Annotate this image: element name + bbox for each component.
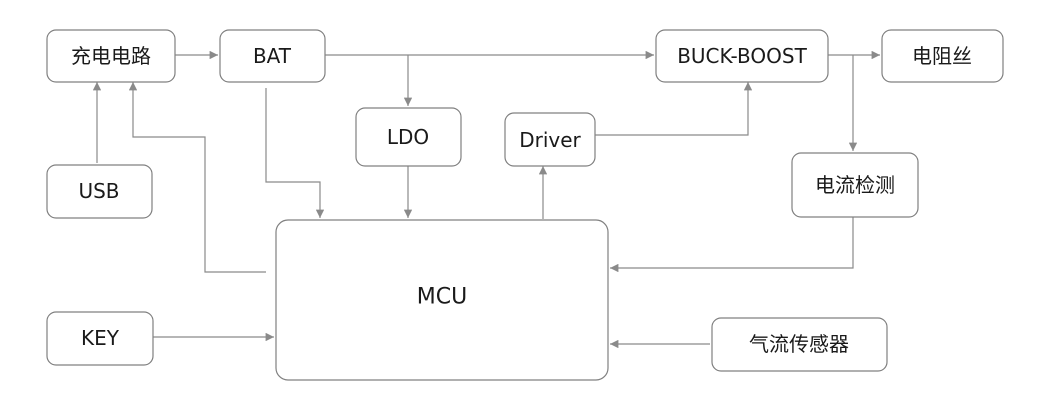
node-heater: 电阻丝	[881, 29, 1004, 83]
node-buck-boost: BUCK-BOOST	[655, 29, 829, 83]
node-bat-label: BAT	[253, 44, 292, 68]
node-current-sense: 电流检测	[791, 152, 919, 218]
node-ldo: LDO	[355, 107, 462, 167]
node-airflow-sensor-label: 气流传感器	[749, 332, 849, 356]
node-usb-label: USB	[78, 179, 119, 203]
node-airflow-sensor: 气流传感器	[711, 317, 888, 372]
node-buck-boost-label: BUCK-BOOST	[677, 44, 807, 68]
node-current-sense-label: 电流检测	[815, 173, 895, 197]
wire-current-sense-to-mcu	[610, 217, 854, 273]
node-charger: 充电电路	[46, 29, 176, 83]
node-usb: USB	[46, 164, 153, 219]
wire-driver-to-buckboost	[595, 82, 753, 136]
wire-mcu-to-charger	[128, 82, 266, 273]
node-charger-label: 充电电路	[71, 44, 151, 68]
node-ldo-label: LDO	[387, 125, 429, 149]
node-key: KEY	[46, 311, 154, 366]
node-driver: Driver	[504, 112, 596, 167]
node-driver-label: Driver	[519, 128, 581, 152]
node-bat: BAT	[219, 29, 326, 83]
node-mcu: MCU	[275, 219, 609, 381]
connection-wires	[92, 50, 880, 349]
node-key-label: KEY	[81, 326, 120, 350]
node-heater-label: 电阻丝	[912, 44, 972, 68]
node-mcu-label: MCU	[417, 285, 467, 310]
wire-bat-to-mcu	[265, 88, 325, 218]
